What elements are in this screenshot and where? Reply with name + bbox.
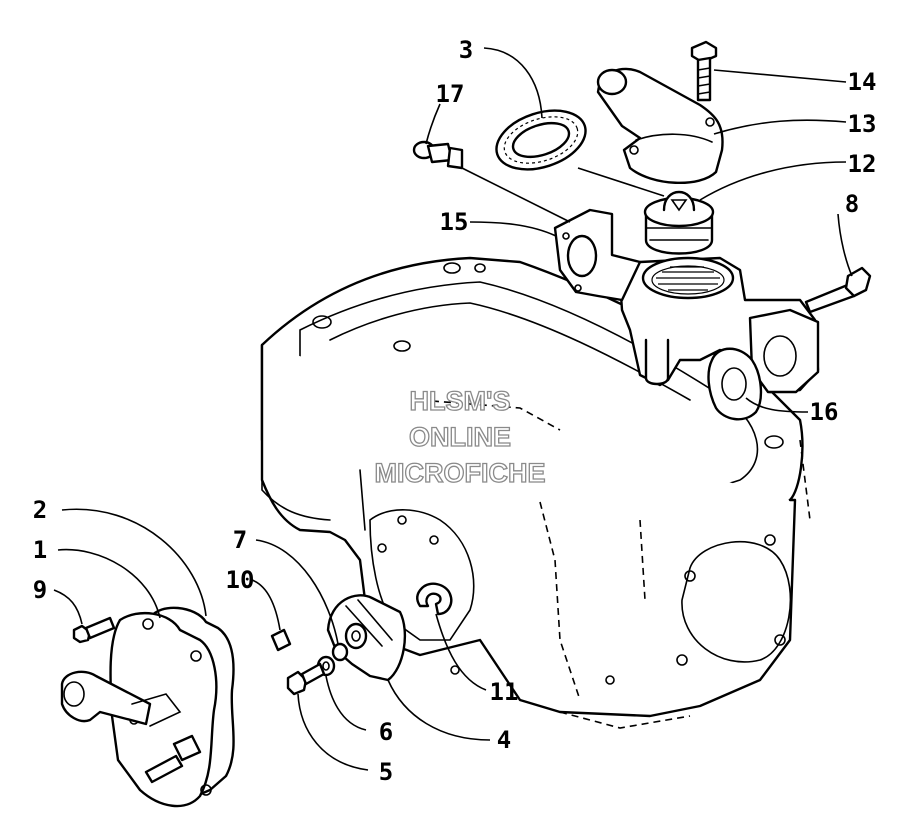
- callout-labels: 3 14 17 13 12 8 15 16 2 1 7 10 9 11 6 4 …: [33, 36, 877, 786]
- callout-6: 6: [379, 718, 393, 746]
- bolt-5: [286, 662, 326, 696]
- callout-12: 12: [848, 150, 877, 178]
- bolt-8: [804, 266, 872, 314]
- watermark-line-2: ONLINE: [409, 422, 511, 452]
- callout-10: 10: [226, 566, 255, 594]
- plug-10: [270, 628, 292, 652]
- thermostat-12: [643, 191, 715, 255]
- callout-2: 2: [33, 496, 47, 524]
- gasket-16: [707, 347, 763, 421]
- callout-16: 16: [810, 398, 839, 426]
- callout-11: 11: [490, 678, 519, 706]
- callout-9: 9: [33, 576, 47, 604]
- bolt-14: [690, 40, 718, 102]
- spacer-7: [331, 642, 349, 662]
- watermark-line-3: MICROFICHE: [375, 458, 546, 488]
- callout-3: 3: [459, 36, 473, 64]
- watermark-line-1: HLSM'S: [410, 386, 511, 416]
- watermark: HLSM'S ONLINE MICROFICHE: [374, 385, 546, 488]
- water-pump-cover: [60, 606, 235, 808]
- callout-13: 13: [848, 110, 877, 138]
- thermostat-housing: [553, 208, 820, 394]
- thermostat-cover-13: [596, 67, 724, 184]
- callout-7: 7: [233, 526, 247, 554]
- fitting-17: [412, 140, 464, 170]
- callout-14: 14: [848, 68, 877, 96]
- clip-11: [416, 582, 453, 616]
- callout-8: 8: [845, 190, 859, 218]
- callout-5: 5: [379, 758, 393, 786]
- seal-ring-3: [495, 109, 587, 171]
- bolt-9: [72, 616, 116, 644]
- callout-17: 17: [436, 80, 465, 108]
- impeller-4: [326, 594, 407, 682]
- callout-4: 4: [497, 726, 511, 754]
- callout-15: 15: [440, 208, 469, 236]
- callout-1: 1: [33, 536, 47, 564]
- leader-lines: [53, 47, 853, 771]
